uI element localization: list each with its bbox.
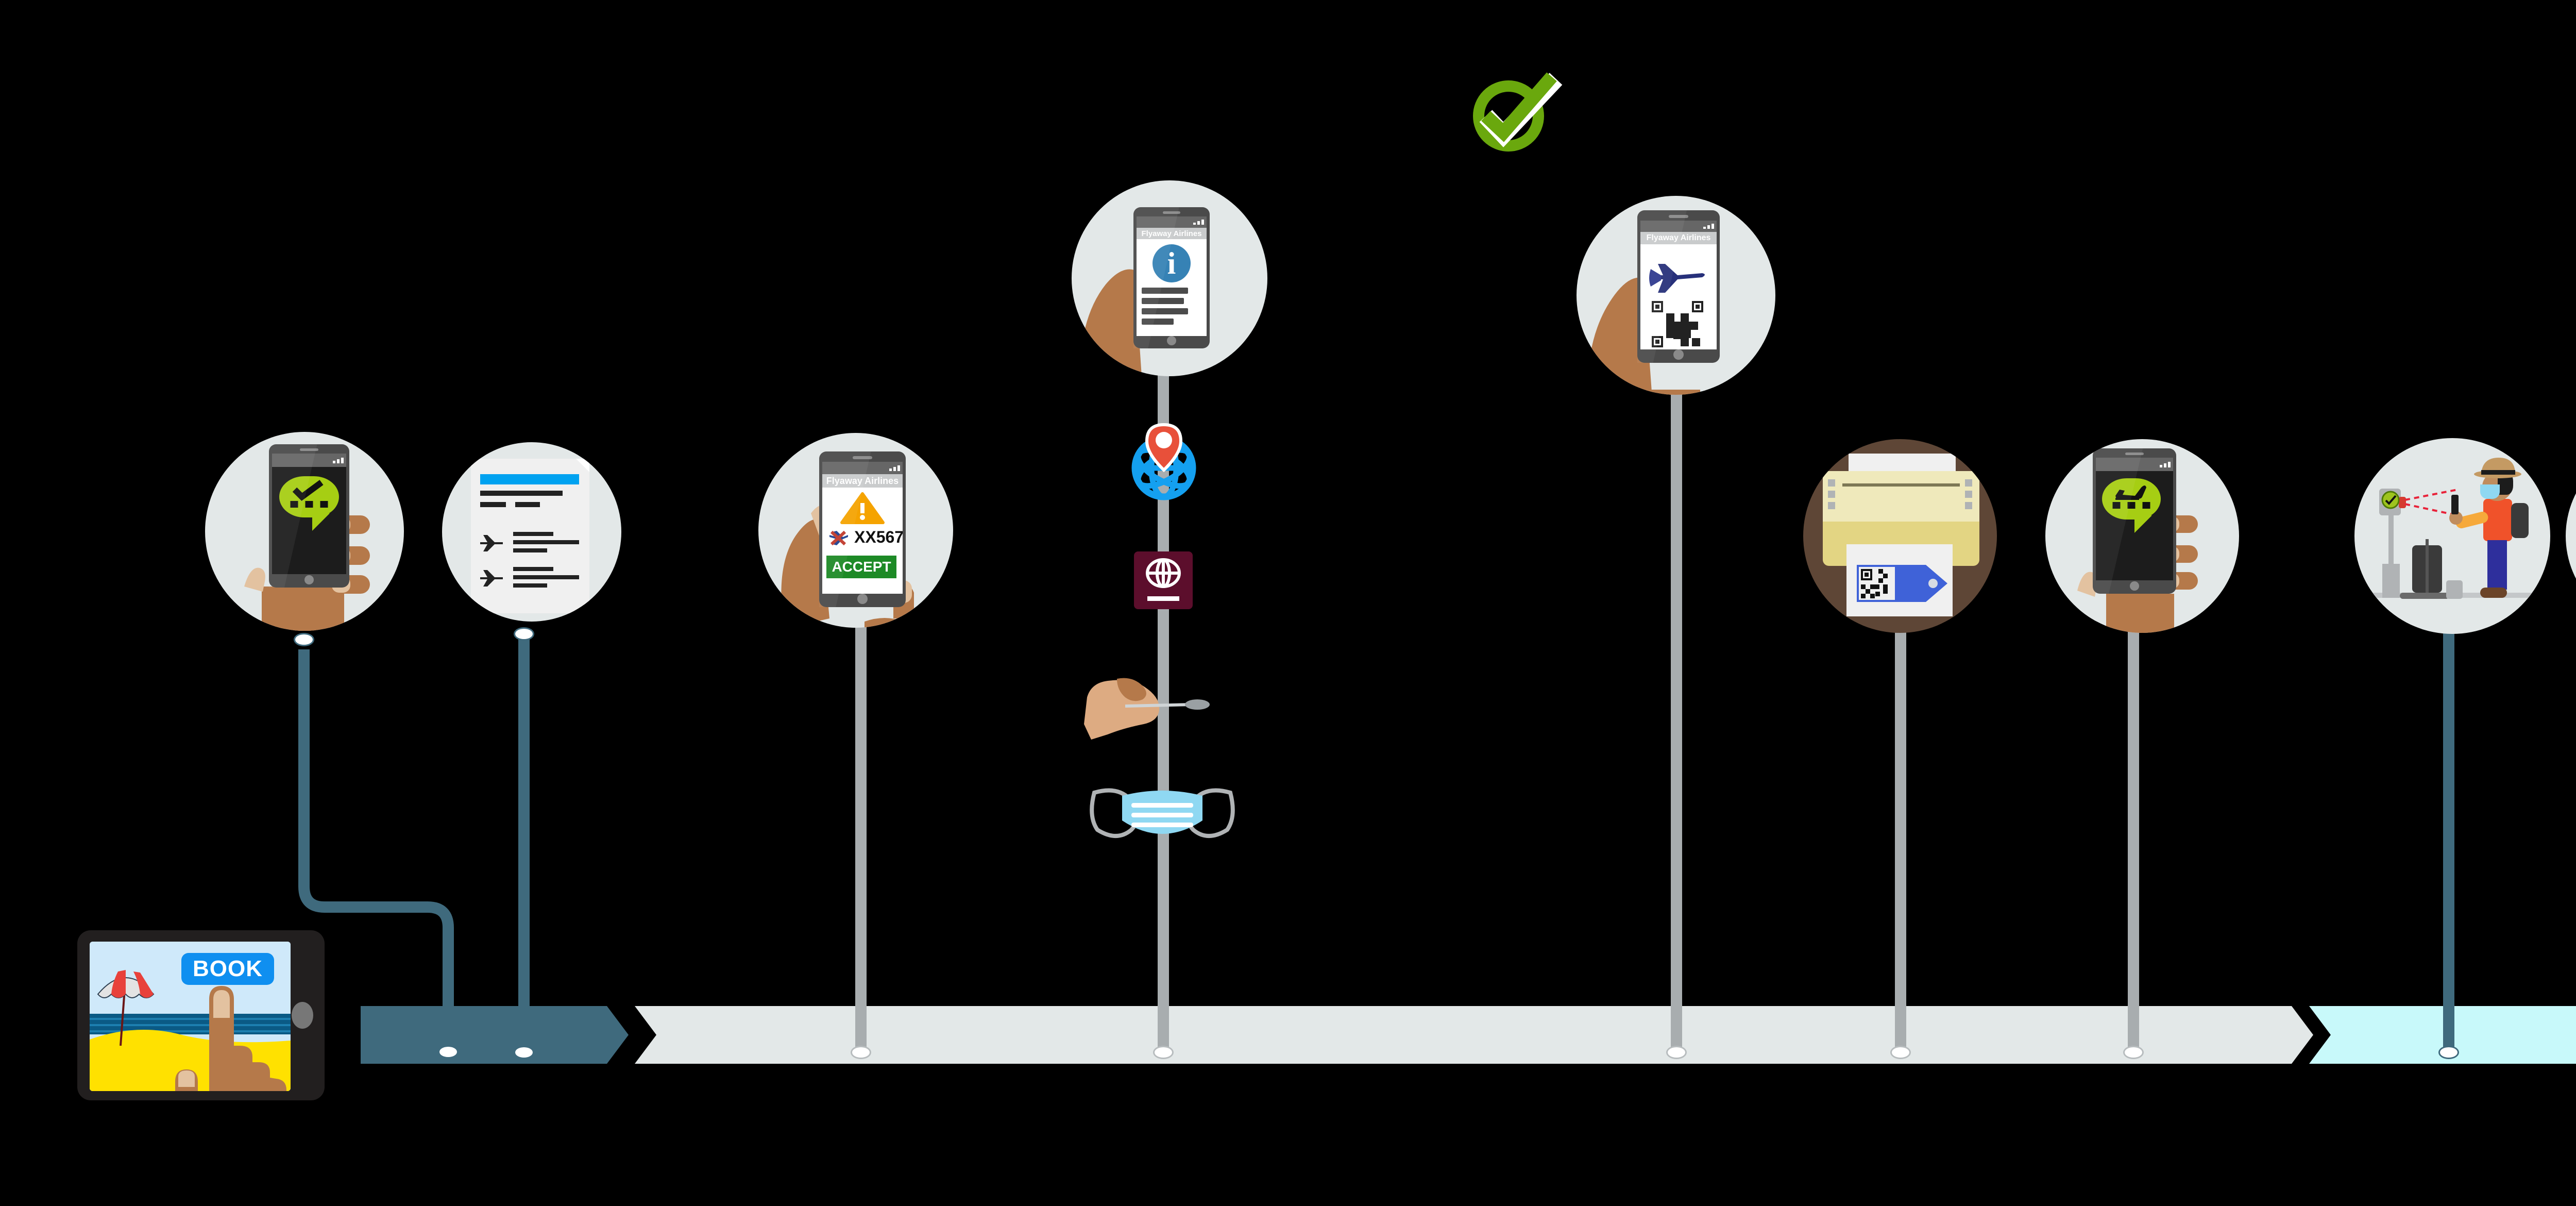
app-title: Flyaway Airlines: [1141, 229, 1202, 238]
accept-button[interactable]: ACCEPT: [826, 556, 896, 578]
phone-device[interactable]: [269, 444, 349, 588]
hand-holding-phone-icon: [1587, 277, 1700, 395]
step-5-circle[interactable]: Flyaway Airlines: [1577, 196, 1775, 395]
qr-code-icon: [1652, 301, 1703, 347]
wifi-signal-icon: [1703, 224, 1714, 229]
phone-screen: Flyaway Airlines i: [1137, 228, 1207, 336]
typing-dots: [2112, 502, 2150, 509]
printer-body-upper: [1823, 471, 1979, 522]
stem-cap-bottom-step-7: [2123, 1046, 2144, 1059]
timeline-segment-booking: [361, 1006, 629, 1064]
step-7-circle[interactable]: [2045, 439, 2239, 633]
step-3-circle[interactable]: Flyaway Airlines XX567 ACCEPT: [758, 433, 953, 628]
phone-device[interactable]: [2093, 448, 2176, 594]
chat-bubble: [279, 476, 339, 531]
phone-screen: [2096, 471, 2173, 580]
traveller-backpack: [2511, 503, 2529, 538]
stem-cap-bottom-step-3: [851, 1046, 871, 1059]
airplane-icon: [1649, 264, 1705, 293]
departing-plane-glyph: [2115, 485, 2146, 500]
stem-connector-step-1: [298, 649, 454, 1051]
tablet-screen: BOOK: [90, 942, 291, 1091]
passport-icon: [1134, 551, 1193, 609]
flight-number: XX567: [854, 528, 903, 546]
phone-device[interactable]: Flyaway Airlines i: [1133, 207, 1210, 348]
info-icon: i: [1153, 244, 1191, 282]
book-button-label: BOOK: [193, 956, 263, 981]
covid-test-swab-icon: [1084, 678, 1210, 740]
phone-device[interactable]: Flyaway Airlines XX567 ACCEPT: [819, 451, 906, 607]
stem-cap-bottom-step-6: [1890, 1046, 1911, 1059]
stem-cap-bottom-step-1: [438, 1045, 459, 1059]
stem-step-8: [2438, 601, 2459, 1059]
timeline-segment-pre-departure: [613, 1006, 2313, 1064]
stem-step-7: [2123, 601, 2144, 1059]
stem-cap-bottom-step-5: [1666, 1046, 1687, 1059]
traveller-phone[interactable]: [2451, 495, 2459, 514]
step-2-circle[interactable]: [442, 442, 621, 622]
traveller-hat-icon: [2474, 458, 2521, 478]
phone-screen: Flyaway Airlines: [1640, 232, 1717, 349]
wifi-signal-icon: [2160, 461, 2171, 467]
timeline-segment-at-airport: [2287, 1006, 2576, 1064]
tablet-home-button[interactable]: [292, 1002, 313, 1029]
hand-holding-phone-icon: [2575, 609, 2576, 630]
destination-globe-pin-icon: [1131, 423, 1196, 500]
stem-cap-bottom-step-2: [514, 1046, 534, 1059]
phone-device[interactable]: Flyaway Airlines: [1637, 210, 1720, 363]
chat-bubble: [2102, 478, 2161, 533]
gate-reader-check-icon: [2381, 491, 2400, 509]
book-button[interactable]: BOOK: [181, 953, 274, 985]
step-1-circle[interactable]: [205, 432, 404, 631]
face-mask-icon: [1090, 788, 1235, 838]
traveller-face-mask-icon: [2480, 484, 2500, 499]
airline-logo-icon: [829, 530, 848, 546]
itinerary-document: [471, 459, 589, 613]
stem-cap-top-step-2: [514, 627, 534, 641]
app-title: Flyaway Airlines: [1646, 233, 1711, 242]
bag-tag-icon: [1857, 565, 1947, 602]
plane-icon-leg-1: [480, 535, 503, 551]
traveller-torso: [2483, 499, 2512, 541]
wifi-signal-icon: [333, 457, 344, 463]
hand-holding-phone-icon: [1079, 269, 1142, 376]
phone-screen: [272, 467, 346, 574]
stem-cap-bottom-step-4: [1153, 1046, 1174, 1059]
document-header-band: [480, 474, 579, 484]
plane-icon-leg-2: [480, 570, 503, 587]
wifi-signal-icon: [1193, 220, 1204, 225]
hand-pointing-icon: [175, 986, 286, 1091]
approved-check-badge: [1473, 72, 1563, 152]
app-title-bar: Flyaway Airlines: [1640, 232, 1717, 244]
small-bag: [2446, 580, 2463, 599]
traveller-legs: [2487, 540, 2507, 590]
stem-cap-bottom-step-8: [2438, 1046, 2459, 1059]
app-title-bar: Flyaway Airlines: [1137, 228, 1207, 239]
typing-dots: [290, 501, 328, 508]
phone-screen: Flyaway Airlines XX567 ACCEPT: [822, 474, 903, 594]
stem-step-2: [514, 627, 534, 1059]
step-9-circle[interactable]: Flyaway Airlines: [2566, 442, 2576, 630]
stem-step-3: [851, 607, 871, 1059]
stem-step-6: [1890, 601, 1911, 1059]
stem-step-5: [1666, 354, 1687, 1059]
step-8-circle[interactable]: [2354, 438, 2550, 634]
traveller-shoe: [2480, 588, 2507, 598]
app-title: Flyaway Airlines: [826, 475, 899, 486]
check-glyph: [292, 480, 324, 501]
parasol-icon: [97, 970, 155, 1046]
warning-triangle-icon: [840, 492, 885, 524]
booking-tablet[interactable]: BOOK: [77, 930, 325, 1100]
accept-button-label: ACCEPT: [832, 559, 891, 575]
step-4-circle[interactable]: Flyaway Airlines i: [1072, 180, 1267, 376]
app-title-bar: Flyaway Airlines: [822, 474, 903, 488]
step-6-circle[interactable]: [1803, 439, 1997, 633]
wifi-signal-icon: [889, 465, 900, 471]
stem-cap-top-step-1: [294, 633, 314, 646]
